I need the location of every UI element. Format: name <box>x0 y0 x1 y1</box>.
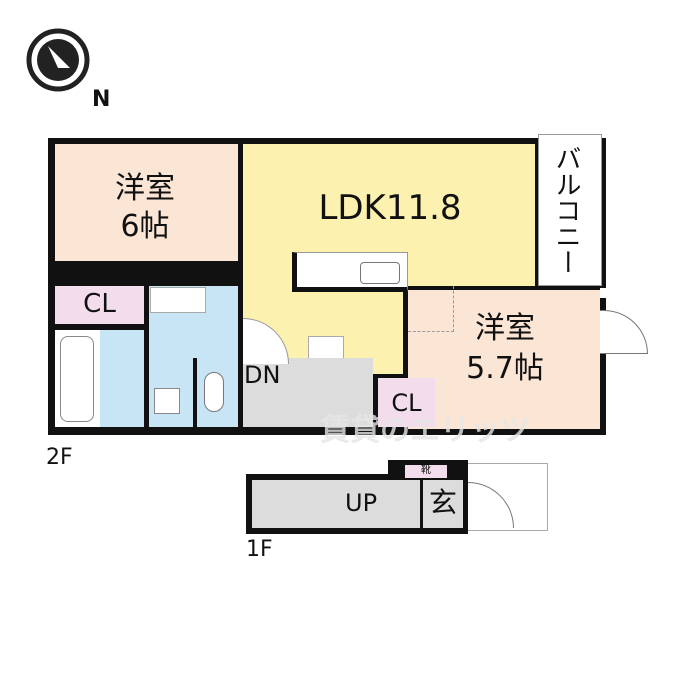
compass-icon <box>26 28 90 92</box>
western-room-6-name: 洋室 <box>115 171 175 206</box>
stairs-down-label: DN <box>244 361 281 389</box>
stairs-down <box>243 358 373 427</box>
shoe-box-label: 靴 <box>421 465 431 476</box>
floor-1f-label: 1F <box>246 537 273 562</box>
sink-icon <box>360 262 400 284</box>
porch <box>468 463 548 531</box>
closet-1-label: CL <box>83 289 116 319</box>
balcony-label: バルコニー <box>551 145 581 275</box>
balcony <box>538 134 602 286</box>
washing-machine-icon <box>154 388 180 414</box>
door <box>600 310 648 354</box>
western-room-5-7 <box>408 290 600 429</box>
closet-1 <box>55 286 144 324</box>
bathroom <box>100 330 144 427</box>
watermark: 賃貸のエリッツ <box>320 413 530 448</box>
western-room-6-size: 6帖 <box>120 209 170 244</box>
bathtub-icon <box>60 336 94 422</box>
north-label: N <box>92 87 111 112</box>
kitchen-counter <box>292 252 408 292</box>
floor-2f-label: 2F <box>46 445 73 470</box>
stairs-up <box>252 480 420 528</box>
entrance <box>423 480 463 528</box>
ldk-label: LDK11.8 <box>318 188 462 228</box>
western-room-5-7-size: 5.7帖 <box>466 351 544 386</box>
wash-basin-icon <box>150 287 206 313</box>
entrance-label: 玄 <box>428 486 457 519</box>
closet-2 <box>378 378 435 427</box>
bathtub-area <box>55 330 100 427</box>
closet-2-label: CL <box>391 389 422 417</box>
stairs-up-label: UP <box>345 489 378 517</box>
western-room-5-7-name: 洋室 <box>475 311 535 346</box>
shoe-box <box>405 465 447 478</box>
western-room-6 <box>55 144 238 261</box>
toilet-icon <box>204 372 224 412</box>
